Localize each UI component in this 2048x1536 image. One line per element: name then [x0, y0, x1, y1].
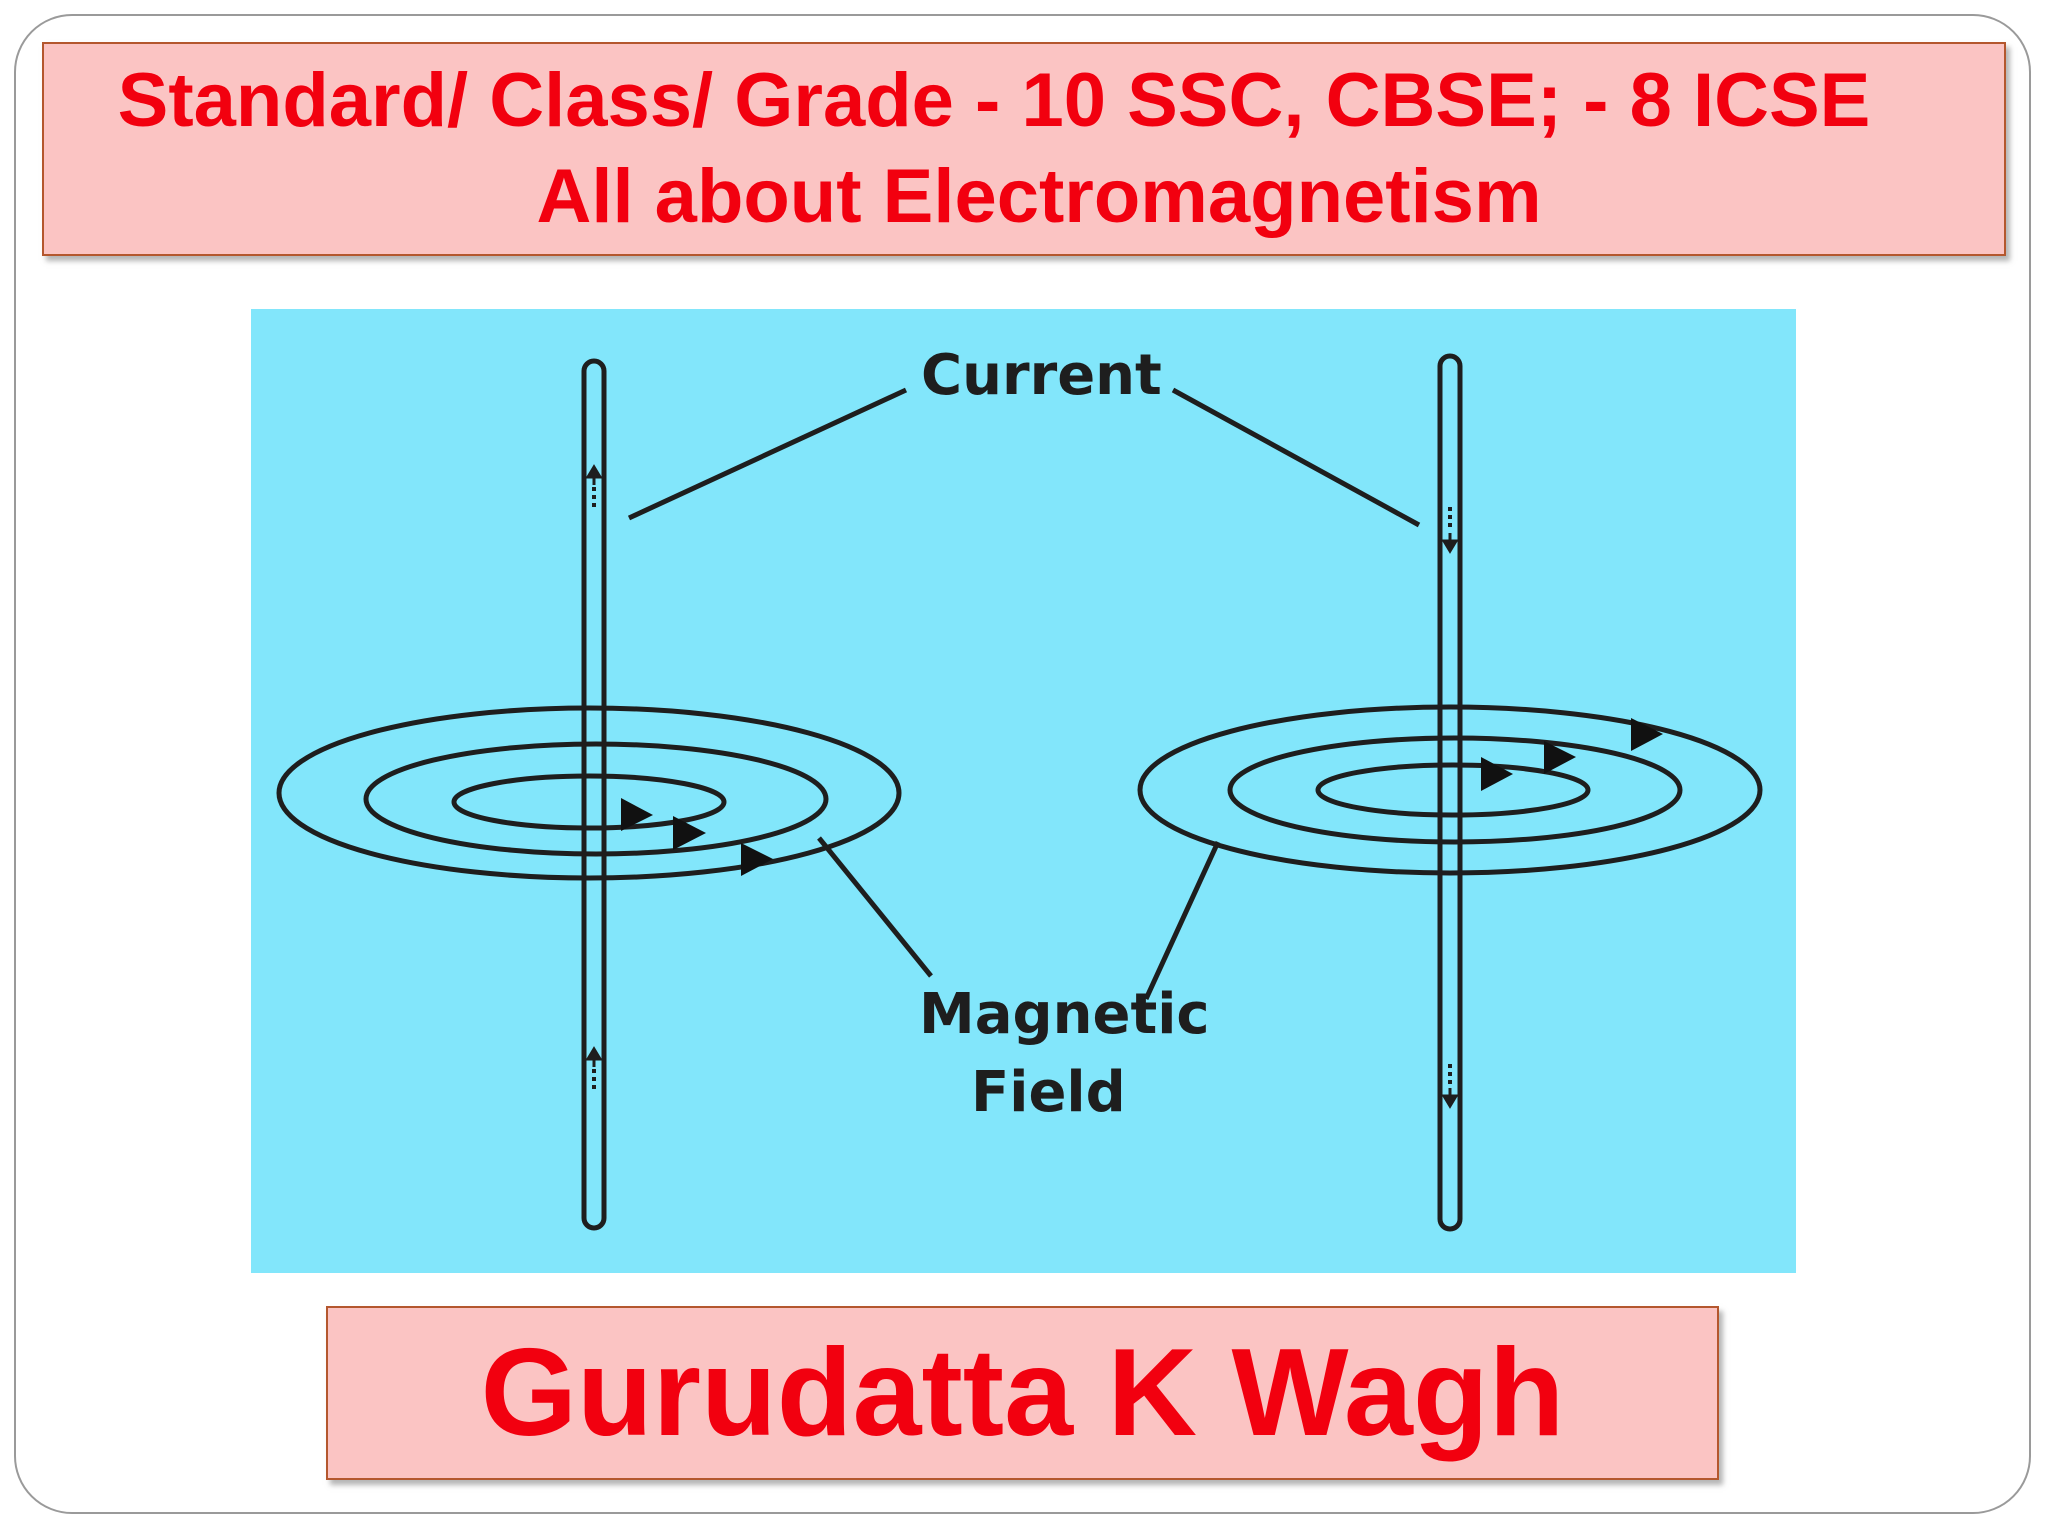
left-wire-current-arrow-top: [588, 467, 600, 477]
author-name: Gurudatta K Wagh: [481, 1323, 1565, 1463]
label-magnetic: Magnetic: [919, 982, 1210, 1047]
right-field-ring-inner: [1318, 765, 1588, 815]
left-wire-current-arrow-bottom: [588, 1049, 600, 1059]
right-field-arrow-outer: [1631, 718, 1663, 751]
electromagnetism-diagram: Current Magnetic Field: [251, 309, 1796, 1273]
right-field-ring-outer: [1140, 707, 1760, 873]
current-pointer-right: [1173, 390, 1419, 525]
right-field-arrow-inner: [1481, 757, 1513, 791]
right-wire-current-arrow-bottom: [1444, 1096, 1456, 1106]
field-pointer-right: [1146, 842, 1218, 999]
title-box: Standard/ Class/ Grade - 10 SSC, CBSE; -…: [42, 42, 2006, 256]
title-line-topic: All about Electromagnetism: [536, 149, 1541, 245]
right-field-ring-middle: [1230, 738, 1680, 842]
right-wire-current-arrow-top: [1444, 541, 1456, 551]
left-field-ring-middle: [366, 744, 826, 854]
left-field-arrow-outer: [741, 843, 773, 876]
left-field-ring-inner: [454, 776, 724, 828]
field-pointer-left: [819, 838, 931, 976]
current-pointer-left: [629, 390, 906, 518]
diagram-svg: Current Magnetic Field: [251, 309, 1796, 1273]
title-line-grade: Standard/ Class/ Grade - 10 SSC, CBSE; -…: [118, 53, 1871, 149]
label-field: Field: [971, 1060, 1126, 1125]
author-box: Gurudatta K Wagh: [326, 1306, 1719, 1480]
left-wire: [584, 361, 604, 1228]
label-current: Current: [921, 343, 1162, 408]
